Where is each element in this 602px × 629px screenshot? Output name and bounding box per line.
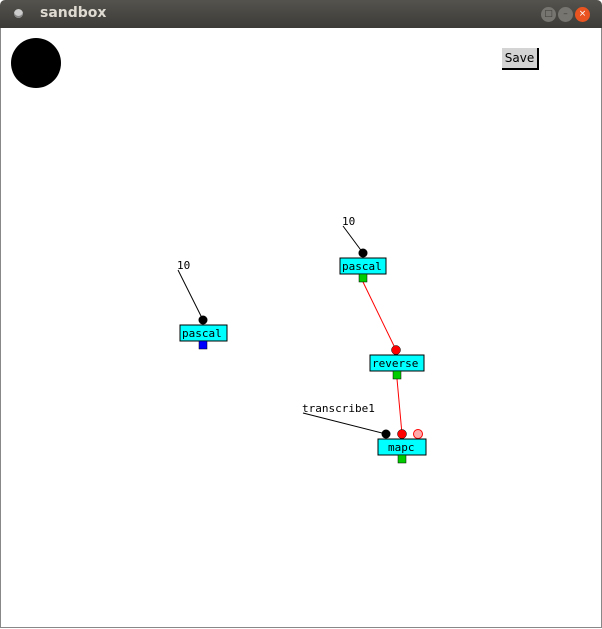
close-button[interactable]: ×: [575, 7, 590, 22]
canvas-area[interactable]: Save: [0, 28, 602, 628]
app-icon: [14, 9, 23, 18]
minimize-button[interactable]: –: [558, 7, 573, 22]
window-title: sandbox: [40, 5, 107, 21]
maximize-button[interactable]: □: [541, 7, 556, 22]
title-bar: sandbox □ – ×: [0, 0, 602, 28]
save-button[interactable]: Save: [502, 48, 539, 70]
